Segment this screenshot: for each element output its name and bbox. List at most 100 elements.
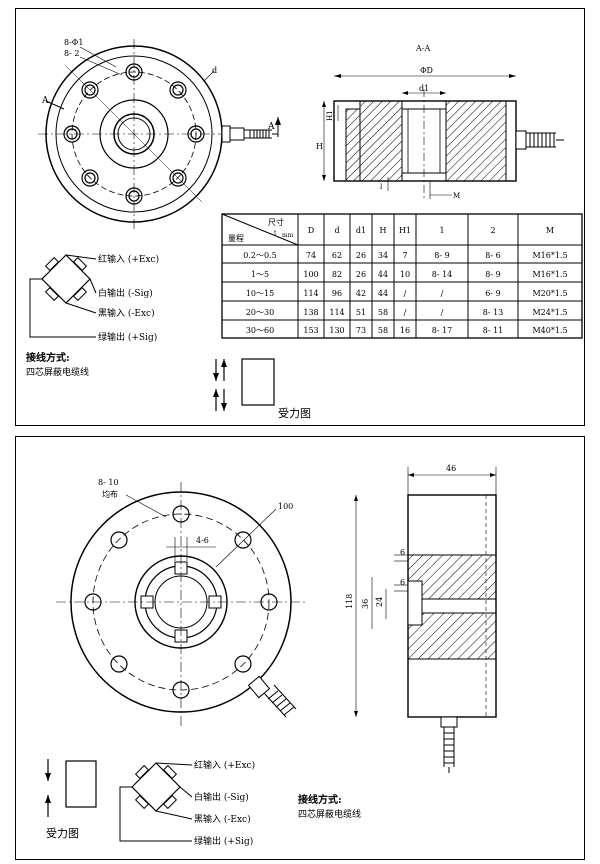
table-cell: 74 (306, 251, 316, 260)
table-header-cell: H1 (399, 226, 411, 235)
table-cell: / (441, 289, 444, 298)
table-cell: 16 (400, 326, 410, 335)
table-header-cell: 2 (490, 226, 495, 235)
bottom-drawing-panel: 4-6 8- 10 均布 100 46 (15, 436, 585, 860)
table-cell: 8- 17 (432, 326, 453, 335)
section-mark-left: A (41, 96, 49, 106)
table-cell: 8- 9 (434, 251, 449, 260)
table-cell: 73 (356, 326, 366, 335)
wiring-diagram: 红输入 (+Exc) 白输出 (-Sig) 黑输入 (-Exc) 绿输出 (+S… (26, 253, 159, 378)
table-header-cell: d (334, 226, 339, 235)
table-cell: 51 (356, 308, 366, 317)
wiring-method-title: 接线方式: (26, 351, 70, 364)
wire-red: 红输入 (+Exc) (98, 253, 159, 265)
table-cell: M16*1.5 (532, 270, 567, 279)
label-holes-2: 8- 2 (64, 49, 79, 58)
section-view-aa: A-A ΦD d1 H H1 (316, 44, 564, 200)
wiring-method-desc-2: 四芯屏蔽电缆线 (298, 808, 361, 820)
wire-black-2: 黑输入 (-Exc) (194, 813, 251, 825)
wire-white: 白输出 (-Sig) (98, 287, 153, 299)
top-drawing-panel: A A 8-Φ1 8- 2 d A-A ΦD d1 (15, 8, 585, 426)
table-cell: 44 (378, 289, 388, 298)
table-cell: 44 (378, 270, 388, 279)
table-cell: M24*1.5 (532, 308, 567, 317)
table-cell: 10 (400, 270, 410, 279)
force-diagram: 受力图 (213, 358, 311, 420)
dim-l: l (380, 183, 383, 191)
side-section-view: 46 118 36 24 6 6 (345, 464, 497, 773)
table-cell: 26 (356, 251, 366, 260)
dim-24: 24 (375, 597, 384, 607)
dim-6b: 6 (400, 578, 405, 587)
table-header-cell: M (546, 226, 554, 235)
label-holes-2: 8- 10 (98, 478, 119, 487)
force-label: 受力图 (278, 407, 311, 420)
label-d: d (212, 66, 217, 75)
table-cell: 8- 14 (432, 270, 453, 279)
table-header-cell: D (308, 226, 314, 235)
table-cell: 30～60 (246, 326, 274, 335)
wire-green: 绿输出 (+Sig) (98, 331, 157, 343)
table-cell: 10～15 (246, 289, 274, 298)
table-cell: M20*1.5 (532, 289, 567, 298)
table-cell: 8- 13 (483, 308, 504, 317)
table-cell: 8- 6 (485, 251, 500, 260)
front-view: A A 8-Φ1 8- 2 d (38, 38, 281, 229)
bottom-drawing: 4-6 8- 10 均布 100 46 (45, 464, 497, 847)
table-cell: / (404, 289, 407, 298)
table-cell: 62 (332, 251, 342, 260)
table-cell: 153 (303, 326, 318, 335)
table-cell: 114 (303, 289, 318, 298)
table-cell: 100 (303, 270, 318, 279)
section-title: A-A (415, 44, 430, 53)
table-cell: 0.2～0.5 (243, 251, 276, 260)
dim-H1: H1 (326, 110, 334, 121)
wire-black: 黑输入 (-Exc) (98, 307, 155, 319)
top-drawing: A A 8-Φ1 8- 2 d A-A ΦD d1 (26, 38, 583, 420)
dim-118: 118 (345, 594, 354, 609)
table-cell: / (441, 308, 444, 317)
table-cell: 130 (329, 326, 344, 335)
dim-H: H (316, 142, 323, 151)
wiring-diagram-2: 红输入 (+Exc) 白输出 (-Sig) 黑输入 (-Exc) 绿输出 (+S… (119, 759, 361, 847)
table-header-cell: 1 (439, 226, 444, 235)
table-cell: 26 (356, 270, 366, 279)
table-cell: 7 (402, 251, 407, 260)
wire-red-2: 红输入 (+Exc) (194, 759, 255, 771)
table-cell: M16*1.5 (532, 251, 567, 260)
force-label-2: 受力图 (46, 827, 79, 840)
table-header-cell: H (380, 226, 387, 235)
table-cell: 6- 9 (485, 289, 500, 298)
table-corner-top: 尺寸 (268, 217, 284, 227)
table-cell: 114 (329, 308, 344, 317)
dim-100: 100 (278, 502, 293, 511)
table-cell: 42 (356, 289, 366, 298)
table-corner-bottom: 量程 (228, 234, 244, 243)
dim-d1: d1 (419, 84, 429, 93)
label-holes: 8-Φ1 (64, 38, 83, 47)
wire-white-2: 白输出 (-Sig) (194, 791, 249, 803)
table-cell: 1～5 (251, 270, 269, 279)
table-cell: 34 (378, 251, 388, 260)
table-cell: 96 (332, 289, 342, 298)
table-cell: 138 (303, 308, 318, 317)
dim-M: M (453, 192, 460, 200)
table-corner-mm: mm (282, 232, 294, 239)
table-cell: 8- 11 (483, 326, 504, 335)
table-cell: 82 (332, 270, 342, 279)
wire-green-2: 绿输出 (+Sig) (194, 835, 253, 847)
label-slot: 4-6 (196, 536, 209, 545)
section-mark-right: A (267, 122, 275, 132)
table-cell: / (404, 308, 407, 317)
dim-36: 36 (361, 599, 370, 609)
wiring-method-title-2: 接线方式: (298, 793, 342, 806)
table-cell: 58 (378, 308, 388, 317)
table-cell: M40*1.5 (532, 326, 567, 335)
table-cell: 20～30 (246, 308, 274, 317)
wiring-method-desc: 四芯屏蔽电缆线 (26, 366, 89, 378)
front-view-2: 4-6 8- 10 均布 100 (56, 478, 306, 727)
label-even: 均布 (102, 489, 118, 499)
dim-46: 46 (446, 464, 456, 473)
force-diagram-2: 受力图 (45, 759, 97, 840)
